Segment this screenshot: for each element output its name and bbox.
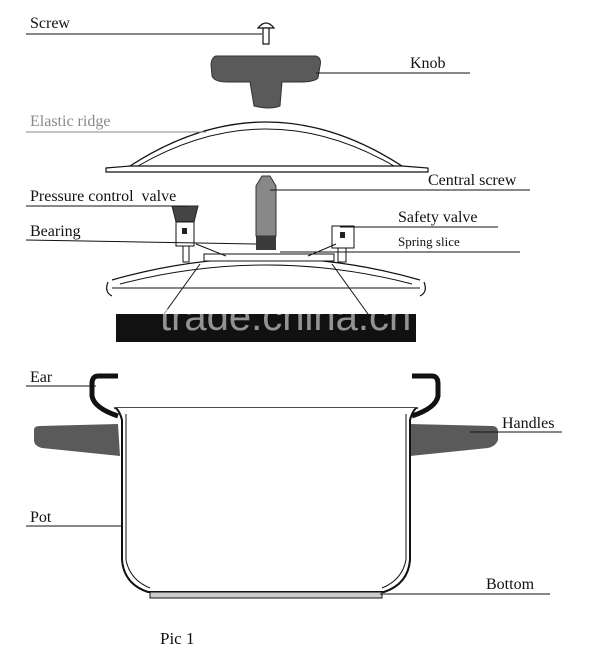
knob-label: Knob: [410, 55, 446, 72]
elastic-ridge-label: Elastic ridge: [30, 113, 110, 130]
pot-part: [34, 373, 498, 599]
ear-label: Ear: [30, 369, 53, 386]
safety-valve-label: Safety valve: [398, 209, 478, 226]
screw-label: Screw: [30, 15, 70, 32]
safety-valve-part: [331, 225, 355, 263]
lid-part: [106, 243, 426, 342]
central-screw-part: [255, 175, 277, 250]
knob-part: [210, 55, 321, 109]
screw-part: [256, 22, 276, 45]
watermark-text: trade.china.cn: [160, 295, 411, 339]
central-screw-label: Central screw: [428, 172, 517, 189]
bottom-label: Bottom: [486, 576, 535, 593]
pressure-control-valve-label: Pressure control valve: [30, 188, 176, 205]
elastic-ridge-part: [105, 121, 429, 173]
bearing-label: Bearing: [30, 223, 81, 240]
pressure-control-valve-part: [171, 205, 199, 263]
spring-slice-label: Spring slice: [398, 234, 460, 249]
bearing-leader: [25, 239, 257, 245]
pot-label: Pot: [30, 509, 52, 526]
handles-label: Handles: [502, 415, 554, 432]
figure-caption: Pic 1: [160, 629, 194, 648]
